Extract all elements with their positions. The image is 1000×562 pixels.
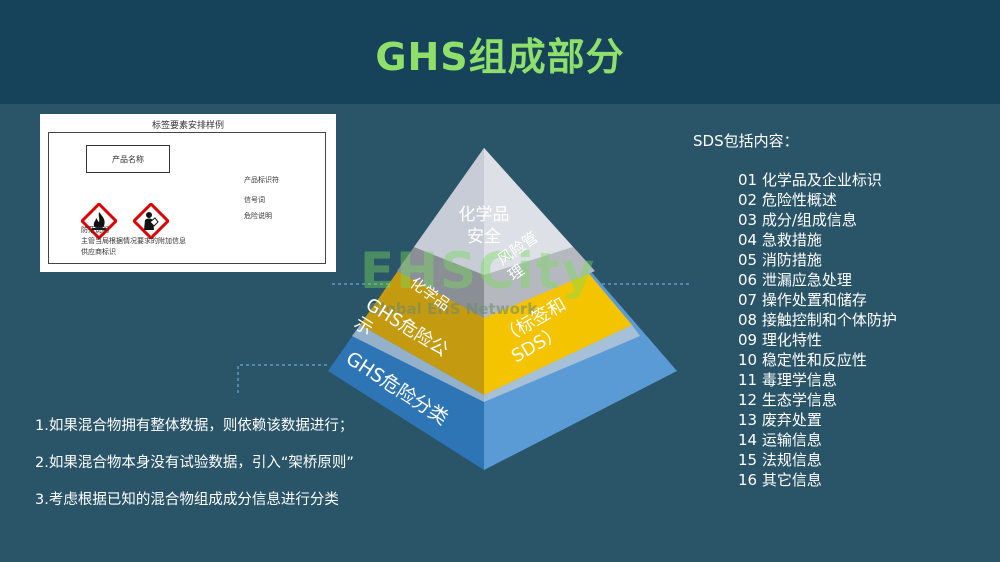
left-dashed-connector xyxy=(237,364,330,393)
pyramid-top-left xyxy=(414,148,484,275)
note-3: 3.考虑根据已知的混合物组成成分信息进行分类 xyxy=(35,492,339,508)
product-identifier-text: 产品标识符 xyxy=(244,176,279,184)
sds-item-05: 05 消防措施 xyxy=(738,251,822,269)
sds-item-06: 06 泄漏应急处理 xyxy=(738,271,852,289)
pyramid-top-label: 化学品 安全 xyxy=(454,204,514,248)
sds-item-10: 10 稳定性和反应性 xyxy=(738,351,867,369)
sds-item-11: 11 毒理学信息 xyxy=(738,371,837,389)
sds-item-08: 08 接触控制和个体防护 xyxy=(738,311,897,329)
sds-item-14: 14 运输信息 xyxy=(738,431,822,449)
precautionary-statement-text: 防范说明 xyxy=(81,226,109,234)
label-card-frame: 产品名称 产品标识符 信号词 危险说明 防范说明 主管当局根据情况要求的附加信息… xyxy=(48,132,326,264)
classification-notes: 1.如果混合物拥有整体数据，则依赖该数据进行； 2.如果混合物本身没有试验数据，… xyxy=(35,414,354,525)
health-hazard-pictogram-icon xyxy=(131,201,171,241)
sds-item-09: 09 理化特性 xyxy=(738,331,822,349)
header-bar xyxy=(0,0,1000,104)
pyramid-top-label-line1: 化学品 xyxy=(458,205,510,225)
sds-item-15: 15 法规信息 xyxy=(738,451,822,469)
sds-item-03: 03 成分/组成信息 xyxy=(738,211,857,229)
sds-item-12: 12 生态学信息 xyxy=(738,391,837,409)
hazard-statement-text: 危险说明 xyxy=(244,212,272,220)
sds-item-01: 01 化学品及企业标识 xyxy=(738,171,882,189)
watermark-logo: EHSCity xyxy=(360,242,597,300)
sds-item-04: 04 急救措施 xyxy=(738,231,822,249)
page-title: GHS组成部分 xyxy=(375,35,625,79)
pyramid-top-right xyxy=(484,148,573,275)
sds-content-list: 01 化学品及企业标识 02 危险性概述 03 成分/组成信息 04 急救措施 … xyxy=(738,170,918,490)
label-sample-card: 标签要素安排样例 产品名称 产品标识符 信号词 危险说明 防范说明 主管当局根据… xyxy=(40,114,336,272)
supplier-identification-text: 供应商标识 xyxy=(81,248,116,256)
watermark-subtext: Global EHS Network xyxy=(368,300,538,318)
note-2: 2.如果混合物本身没有试验数据，引入“架桥原则” xyxy=(35,455,354,471)
label-card-bottom-lines: 防范说明 主管当局根据情况要求的附加信息 供应商标识 xyxy=(81,225,186,258)
sds-item-16: 16 其它信息 xyxy=(738,471,822,489)
pyramid-top-label-line2: 安全 xyxy=(467,227,501,247)
sds-item-02: 02 危险性概述 xyxy=(738,191,837,209)
flame-pictogram-icon xyxy=(79,201,119,241)
supplementary-info-text: 主管当局根据情况要求的附加信息 xyxy=(81,237,186,245)
sds-title: SDS包括内容： xyxy=(693,132,799,150)
sds-item-07: 07 操作处置和储存 xyxy=(738,291,867,309)
note-1: 1.如果混合物拥有整体数据，则依赖该数据进行； xyxy=(35,418,354,434)
label-card-title: 标签要素安排样例 xyxy=(151,121,224,131)
product-name-box: 产品名称 xyxy=(86,145,170,173)
signal-word-text: 信号词 xyxy=(244,196,265,204)
sds-item-13: 13 废弃处置 xyxy=(738,411,822,429)
